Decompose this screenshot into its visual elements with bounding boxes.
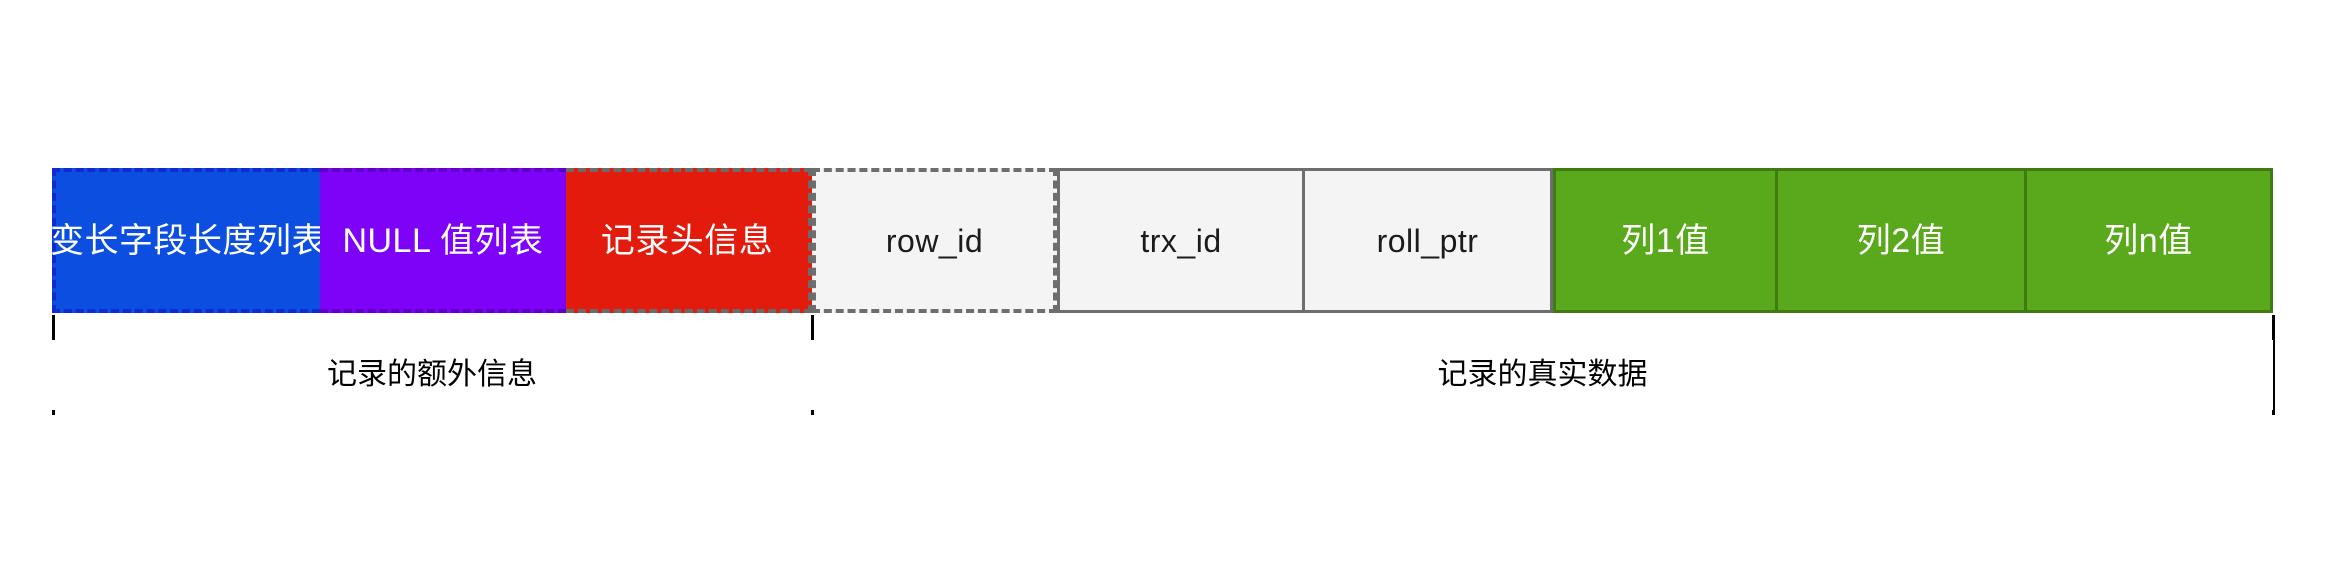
- cell-record-header: 记录头信息: [566, 168, 812, 313]
- cell-roll-ptr: roll_ptr: [1305, 168, 1553, 313]
- measure-extra-info-label: 记录的额外信息: [327, 358, 537, 391]
- cell-null-list: NULL 值列表: [320, 168, 566, 313]
- tick-right-boundary: [2272, 315, 2275, 415]
- cell-row-id: row_id: [812, 168, 1057, 313]
- cell-record-header-label: 记录头信息: [600, 221, 774, 260]
- cell-col-2-label: 列2值: [1856, 221, 1946, 260]
- cell-row-id-label: row_id: [885, 222, 984, 259]
- cell-trx-id-label: trx_id: [1140, 222, 1222, 259]
- measure-real-data-label: 记录的真实数据: [1437, 358, 1648, 391]
- cell-trx-id: trx_id: [1057, 168, 1305, 313]
- cell-col-n-label: 列n值: [2104, 221, 2193, 260]
- cell-col-2: 列2值: [1778, 168, 2027, 313]
- measure-real-data-label-wrap: 记录的真实数据: [812, 340, 2273, 410]
- cell-col-1: 列1值: [1553, 168, 1778, 313]
- cell-varlen-list-label: 变长字段长度列表: [50, 221, 326, 260]
- cell-null-list-label: NULL 值列表: [342, 221, 544, 260]
- cell-col-1-label: 列1值: [1621, 221, 1710, 260]
- measure-extra-info-label-wrap: 记录的额外信息: [52, 340, 812, 410]
- cell-col-n: 列n值: [2027, 168, 2273, 313]
- cell-varlen-list: 变长字段长度列表: [50, 168, 326, 313]
- cell-roll-ptr-label: roll_ptr: [1376, 222, 1479, 259]
